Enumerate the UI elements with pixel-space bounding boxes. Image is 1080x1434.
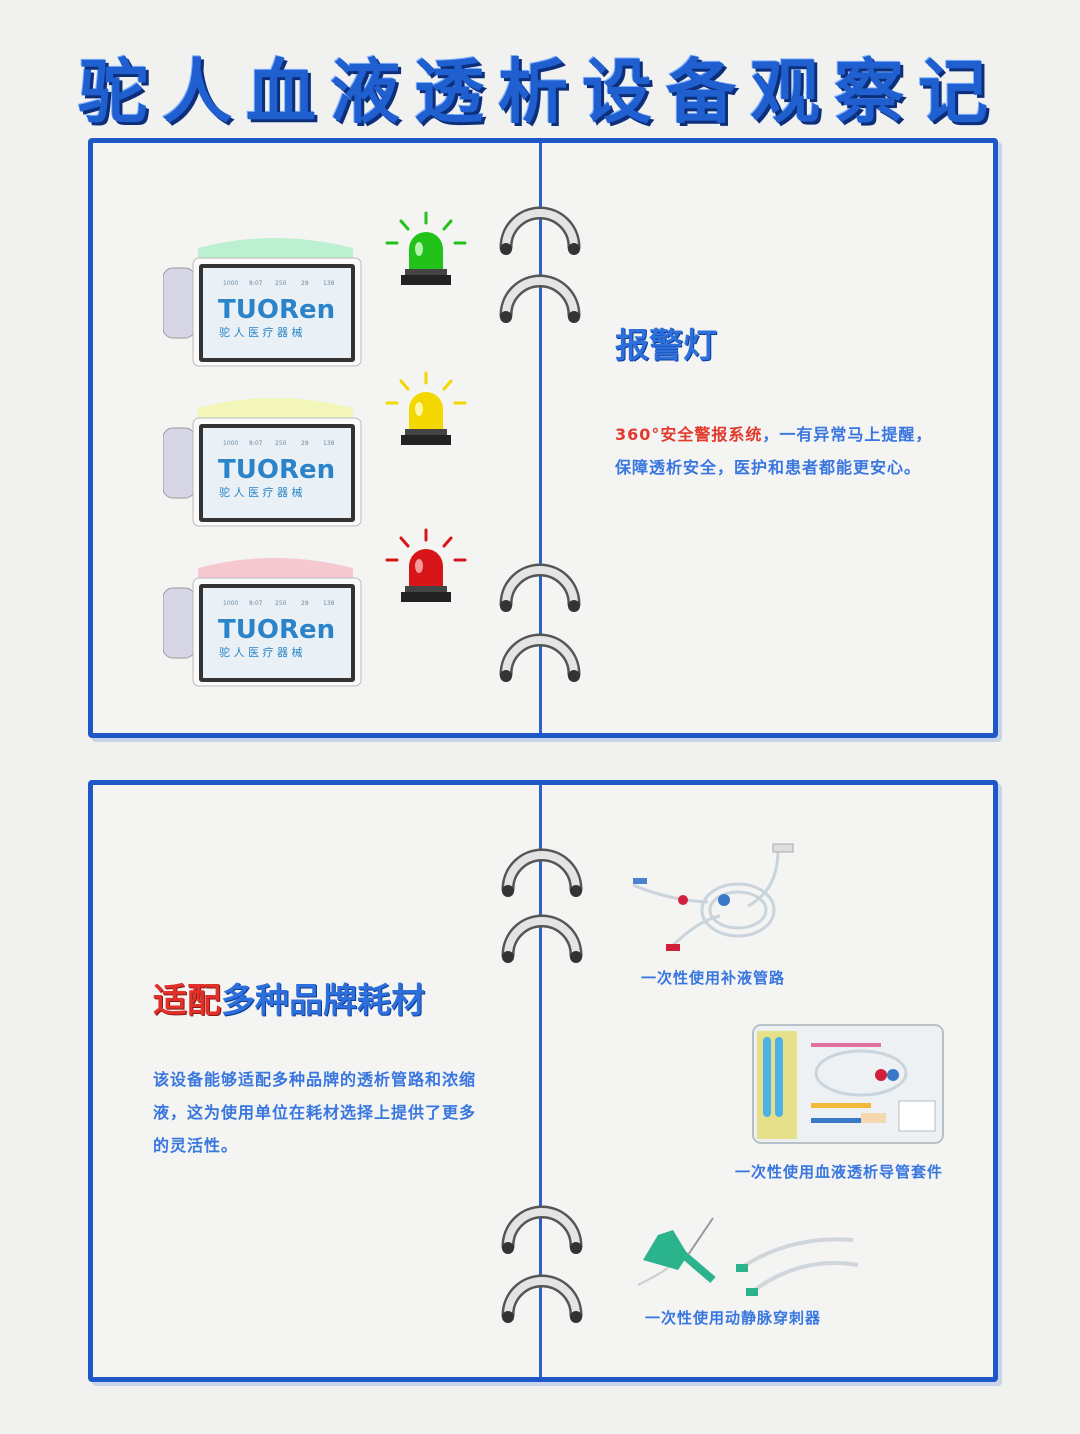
svg-text:1000: 1000 <box>223 280 238 287</box>
consumables-heading: 适配多种品牌耗材 <box>153 973 425 1022</box>
yellow-alarm-light-icon <box>385 371 467 445</box>
dialysis-monitor-yellow: 1000 8:07 250 29 138 TUORen 驼 人 医 疗 器 械 <box>162 388 363 527</box>
dialysis-monitor-green: 1000 8:07 250 29 138 TUORen 驼 人 医 疗 器 械 <box>162 228 363 367</box>
svg-text:8:07: 8:07 <box>249 600 263 607</box>
green-alarm-light-icon <box>385 211 467 285</box>
svg-text:TUORen: TUORen <box>218 615 335 645</box>
svg-text:250: 250 <box>275 440 287 447</box>
svg-text:驼 人 医 疗 器 械: 驼 人 医 疗 器 械 <box>219 325 302 339</box>
svg-text:138: 138 <box>323 600 335 607</box>
svg-text:TUORen: TUORen <box>218 455 335 485</box>
svg-text:驼 人 医 疗 器 械: 驼 人 医 疗 器 械 <box>219 485 302 499</box>
svg-text:138: 138 <box>323 440 335 447</box>
alarm-text: ，一有异常马上提醒，保障透析安全，医护和患者都能更安心。 <box>615 425 933 477</box>
svg-text:8:07: 8:07 <box>249 280 263 287</box>
notebook-spine <box>539 143 542 733</box>
svg-text:TUORen: TUORen <box>218 295 335 325</box>
infusion-tubing-image <box>632 843 794 952</box>
red-alarm-light-icon <box>385 528 467 602</box>
binder-ring-icon <box>499 274 581 323</box>
fistula-needle-image <box>638 1217 859 1297</box>
page-title: 驼人血液透析设备观察记 <box>78 51 1002 133</box>
svg-text:250: 250 <box>275 600 287 607</box>
binder-ring-icon <box>501 848 583 897</box>
product-caption: 一次性使用血液透析导管套件 <box>735 1163 944 1181</box>
binder-ring-icon <box>501 1205 583 1254</box>
svg-text:29: 29 <box>301 280 309 287</box>
svg-text:138: 138 <box>323 280 335 287</box>
binder-ring-icon <box>501 1274 583 1323</box>
heading-text: 多种品牌耗材 <box>221 981 425 1021</box>
alarm-description: 360°安全警报系统，一有异常马上提醒，保障透析安全，医护和患者都能更安心。 <box>615 418 945 484</box>
svg-text:1000: 1000 <box>223 600 238 607</box>
heading-highlight: 适配 <box>153 981 221 1021</box>
svg-text:250: 250 <box>275 280 287 287</box>
notebook-spine <box>539 785 542 1377</box>
product-caption: 一次性使用补液管路 <box>641 969 786 987</box>
svg-text:29: 29 <box>301 440 309 447</box>
binder-ring-icon <box>499 633 581 682</box>
svg-text:驼 人 医 疗 器 械: 驼 人 医 疗 器 械 <box>219 645 302 659</box>
product-caption: 一次性使用动静脉穿刺器 <box>645 1309 822 1327</box>
svg-text:29: 29 <box>301 600 309 607</box>
binder-ring-icon <box>499 563 581 612</box>
alarm-highlight: 360°安全警报系统 <box>615 425 763 444</box>
svg-text:8:07: 8:07 <box>249 440 263 447</box>
alarm-light-heading: 报警灯 <box>615 326 717 366</box>
notebook-alarm-panel: 1000 8:07 250 29 138 TUORen 驼 人 医 疗 器 械 1000… <box>88 138 998 738</box>
notebook-consumables-panel: 适配多种品牌耗材 该设备能够适配多种品牌的透析管路和浓缩液，这为使用单位在耗材选… <box>88 780 998 1382</box>
consumables-description: 该设备能够适配多种品牌的透析管路和浓缩液，这为使用单位在耗材选择上提供了更多的灵… <box>153 1070 477 1155</box>
binder-ring-icon <box>499 206 581 255</box>
svg-text:1000: 1000 <box>223 440 238 447</box>
binder-ring-icon <box>501 914 583 963</box>
dialysis-monitor-red: 1000 8:07 250 29 138 TUORen 驼 人 医 疗 器 械 <box>162 548 363 687</box>
catheter-kit-image <box>752 1024 944 1144</box>
